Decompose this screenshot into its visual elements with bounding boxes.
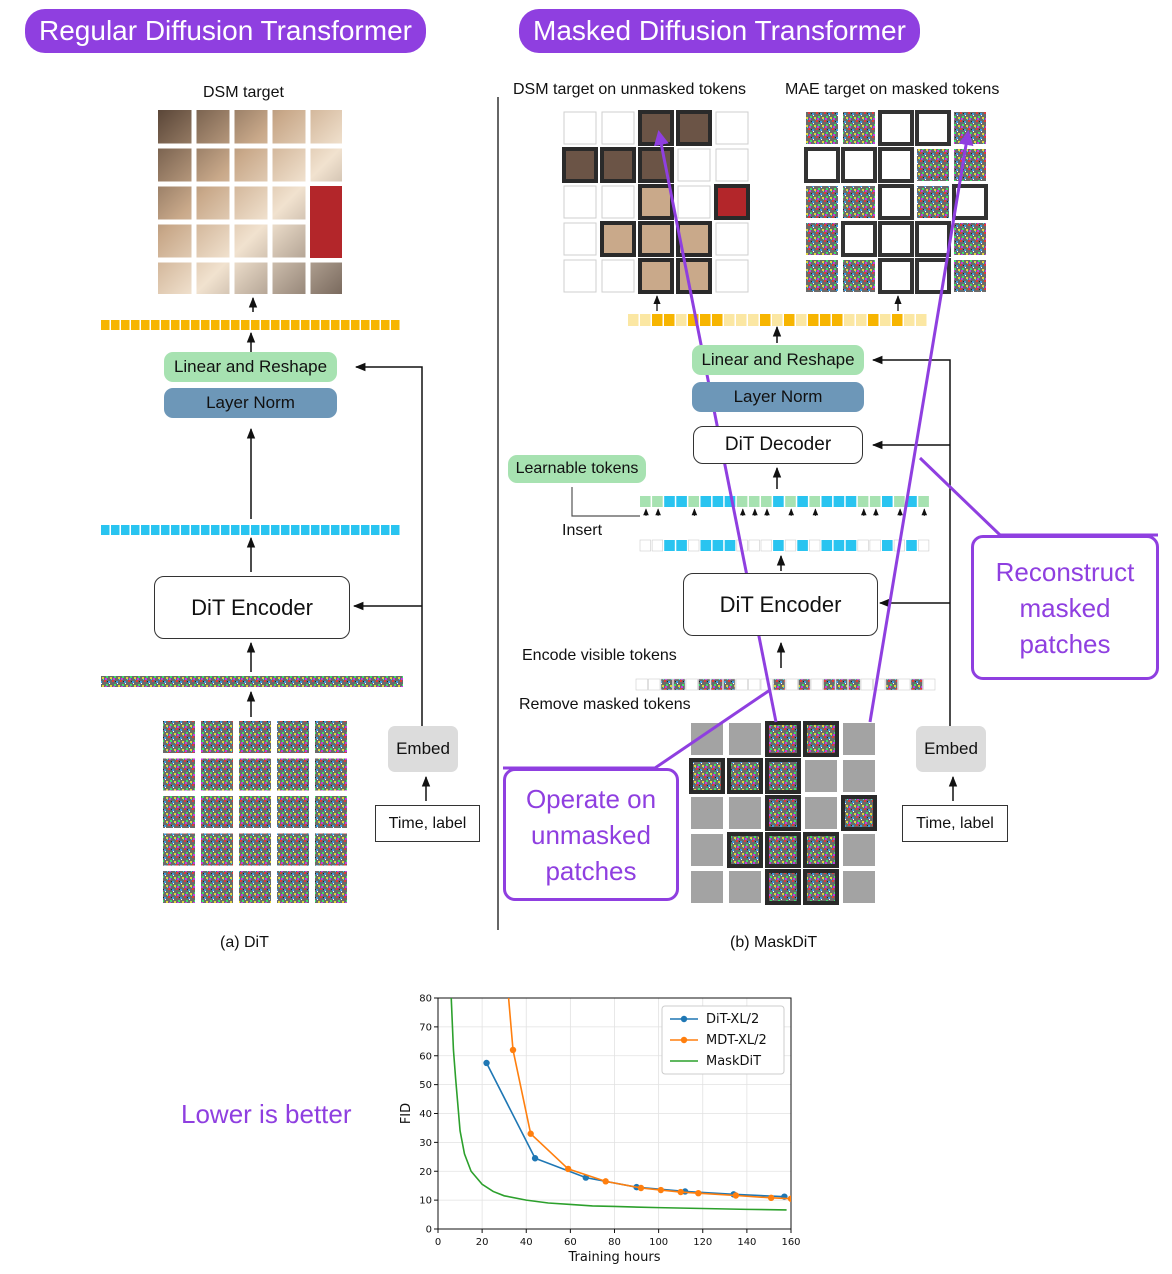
x-tick-label: 120 bbox=[693, 1237, 712, 1248]
y-tick-label: 20 bbox=[419, 1167, 432, 1178]
maskdit-output-tokens bbox=[628, 314, 927, 326]
x-tick-label: 20 bbox=[476, 1237, 489, 1248]
header-masked-dit: Masked Diffusion Transformer bbox=[519, 9, 920, 53]
series-point bbox=[483, 1059, 490, 1067]
insert-label: Insert bbox=[562, 522, 603, 539]
series-point bbox=[695, 1189, 702, 1197]
x-tick-label: 80 bbox=[608, 1237, 621, 1248]
maskdit-embed-block: Embed bbox=[916, 726, 986, 772]
series-point bbox=[732, 1192, 740, 1199]
x-tick-label: 60 bbox=[564, 1237, 577, 1248]
series-point bbox=[564, 1165, 572, 1173]
series-point bbox=[509, 1046, 517, 1054]
x-tick-label: 160 bbox=[781, 1237, 800, 1248]
series-point bbox=[531, 1155, 539, 1162]
dit-noisy-tokens bbox=[101, 676, 403, 687]
series-line bbox=[485, 1062, 785, 1198]
y-tick-label: 30 bbox=[419, 1138, 432, 1149]
dsm-target-label: DSM target on unmasked tokens bbox=[513, 81, 747, 98]
insert-arrows bbox=[643, 508, 928, 516]
legend-label: MDT-XL/2 bbox=[706, 1033, 767, 1048]
dit-output-tokens bbox=[101, 320, 400, 330]
legend-label: DiT-XL/2 bbox=[706, 1012, 759, 1027]
legend-box bbox=[661, 1005, 785, 1075]
y-tick-label: 50 bbox=[419, 1080, 432, 1091]
maskdit-decoder-block: DiT Decoder bbox=[693, 426, 863, 464]
legend-marker bbox=[680, 1036, 688, 1044]
maskdit-time-label-box: Time, label bbox=[902, 805, 1008, 842]
dit-encoder-block: DiT Encoder bbox=[154, 576, 350, 639]
series-point bbox=[637, 1184, 645, 1192]
reconstruct-callout: Reconstruct masked patches bbox=[971, 535, 1159, 680]
learnable-tokens-block: Learnable tokens bbox=[508, 455, 646, 483]
mae-target-label: MAE target on masked tokens bbox=[785, 81, 1000, 98]
y-tick-label: 0 bbox=[426, 1225, 432, 1236]
series-point bbox=[527, 1130, 534, 1137]
series-point bbox=[602, 1178, 609, 1185]
y-tick-label: 80 bbox=[419, 994, 432, 1005]
x-axis-label: Training hours bbox=[568, 1250, 661, 1265]
lower-is-better-label: Lower is better bbox=[181, 1099, 352, 1129]
dit-caption: (a) DiT bbox=[220, 934, 269, 951]
series-point bbox=[657, 1186, 665, 1194]
y-tick-label: 10 bbox=[419, 1196, 432, 1207]
y-tick-label: 60 bbox=[419, 1051, 432, 1062]
encode-visible-label: Encode visible tokens bbox=[522, 647, 677, 664]
maskdit-full-token-strip bbox=[640, 496, 929, 507]
maskdit-caption: (b) MaskDiT bbox=[730, 934, 818, 951]
header-regular-dit: Regular Diffusion Transformer bbox=[25, 9, 426, 53]
dit-time-label-box: Time, label bbox=[375, 805, 480, 842]
maskdit-layer-norm-block: Layer Norm bbox=[692, 382, 864, 412]
dit-encoded-tokens bbox=[101, 525, 400, 535]
legend-marker bbox=[680, 1015, 688, 1023]
dit-linear-reshape-block: Linear and Reshape bbox=[164, 352, 337, 382]
maskdit-visible-input-tokens bbox=[635, 678, 936, 691]
remove-masked-label: Remove masked tokens bbox=[519, 696, 691, 713]
dit-layer-norm-block: Layer Norm bbox=[164, 388, 337, 418]
fid-chart: 0 20 40 60 80 100 120 140 160 0 10 20 30 40 50 60 70 80Tr… bbox=[399, 994, 801, 1266]
maskdit-encoded-visible-tokens bbox=[639, 539, 930, 552]
x-tick-label: 140 bbox=[737, 1237, 756, 1248]
y-tick-label: 70 bbox=[419, 1022, 432, 1033]
dit-noisy-input-grid bbox=[163, 721, 347, 903]
series-line bbox=[450, 998, 787, 1211]
x-tick-label: 0 bbox=[435, 1237, 441, 1248]
series-point bbox=[677, 1188, 684, 1196]
x-tick-label: 40 bbox=[520, 1237, 533, 1248]
y-axis-label: FID bbox=[399, 1103, 414, 1124]
series-point bbox=[767, 1194, 775, 1202]
series-point bbox=[787, 1195, 791, 1202]
maskdit-masked-input-grid bbox=[689, 721, 877, 905]
maskdit-encoder-block: DiT Encoder bbox=[683, 573, 878, 636]
maskdit-linear-reshape-block: Linear and Reshape bbox=[692, 345, 864, 375]
x-tick-label: 100 bbox=[649, 1237, 668, 1248]
maskdit-dsm-target-grid bbox=[562, 110, 750, 294]
y-tick-label: 40 bbox=[419, 1109, 432, 1120]
dit-embed-block: Embed bbox=[388, 726, 458, 772]
dit-target-label: DSM target bbox=[203, 84, 284, 101]
legend-label: MaskDiT bbox=[706, 1054, 761, 1069]
maskdit-mae-target-grid bbox=[804, 110, 988, 294]
operate-callout: Operate on unmasked patches bbox=[503, 768, 679, 901]
series-line bbox=[507, 998, 791, 1200]
